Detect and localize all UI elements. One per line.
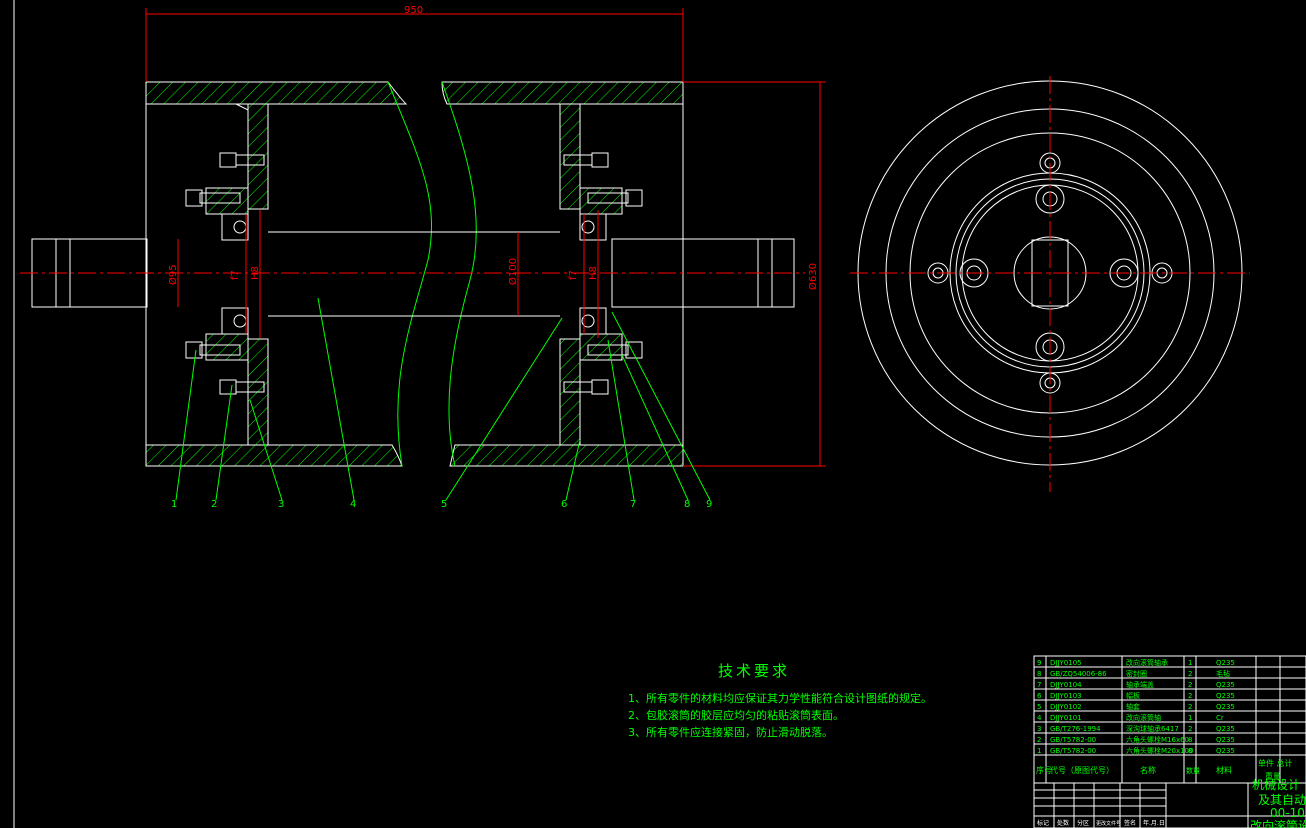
bom-cell-no: 1	[1037, 747, 1041, 755]
bom-header-weight2: 重量	[1265, 771, 1281, 781]
break-lines	[387, 81, 477, 467]
bom-cell-no: 3	[1037, 725, 1041, 733]
balloon-9: 9	[706, 499, 712, 510]
bom-header-no: 序号	[1036, 765, 1052, 775]
dimension-lines	[145, 8, 826, 467]
bom-cell-material: Cr	[1216, 714, 1224, 722]
balloon-labels: 1 2 3 4 5 6 7 8 9	[171, 499, 712, 510]
title-block-t4: 改向滚筒设	[1250, 818, 1306, 828]
bom-cell-name: 深沟球轴承6417	[1126, 724, 1179, 733]
tech-requirements-title: 技术要求	[718, 662, 791, 680]
bom-cell-code: DJJY0102	[1050, 703, 1082, 711]
tech-requirement-line-1: 1、所有零件的材料均应保证其力学性能符合设计图纸的规定。	[628, 692, 932, 705]
balloon-7: 7	[630, 499, 636, 510]
bom-cell-material: Q235	[1216, 659, 1235, 667]
bom-cell-code: GB/T5782-00	[1050, 747, 1096, 755]
bom-cell-no: 2	[1037, 736, 1041, 744]
title-row-label-4: 更改文件号	[1096, 820, 1121, 827]
bom-cell-name: 密封圈	[1126, 669, 1147, 678]
bom-table	[1033, 655, 1306, 828]
bom-cell-qty: 8	[1188, 736, 1192, 744]
bom-cell-material: 毛毡	[1216, 669, 1230, 678]
bom-cell-name: 轴套	[1126, 702, 1140, 711]
bom-cell-name: 轴承端盖	[1126, 680, 1154, 689]
title-row-label-1: 标记	[1037, 819, 1049, 827]
bom-cell-code: DJJY0101	[1050, 714, 1082, 722]
balloon-3: 3	[278, 499, 284, 510]
bom-cell-code: GB/T276-1994	[1050, 725, 1101, 733]
bom-cell-code: DJJY0105	[1050, 659, 1082, 667]
tech-requirement-line-2: 2、包胶滚筒的胶层应均匀的粘贴滚筒表面。	[628, 709, 844, 722]
balloon-2: 2	[211, 499, 217, 510]
bom-header-code: 代号（原图代号）	[1050, 765, 1114, 775]
bom-header-qty: 数量	[1186, 766, 1200, 775]
title-block-t3: 00-10	[1270, 806, 1305, 820]
bom-cell-name: 六角头螺栓M16x60	[1126, 735, 1189, 744]
bom-cell-qty: 1	[1188, 714, 1192, 722]
title-row-label-2: 处数	[1057, 819, 1069, 827]
balloon-4: 4	[350, 499, 356, 510]
dim-fit-right-1: f7	[568, 270, 579, 280]
right-hub-assembly	[559, 103, 643, 446]
bom-cell-qty: 8	[1188, 747, 1192, 755]
bom-cell-material: Q235	[1216, 681, 1235, 689]
bom-cell-no: 5	[1037, 703, 1041, 711]
bom-cell-code: GB/T5782-00	[1050, 736, 1096, 744]
bom-header: 序号 代号（原图代号） 名称 数量 材料 单件 总计 重量	[1036, 758, 1293, 781]
bom-cell-no: 9	[1037, 659, 1041, 667]
bom-cell-no: 6	[1037, 692, 1042, 700]
left-hub-assembly	[185, 103, 269, 446]
balloon-6: 6	[561, 499, 567, 510]
title-block-t1: 机械设计	[1252, 777, 1300, 792]
end-view-centerlines	[850, 76, 1250, 492]
bom-cell-qty: 2	[1188, 692, 1192, 700]
bom-header-weight: 单件 总计	[1258, 758, 1293, 768]
bom-header-name: 名称	[1140, 765, 1156, 775]
bom-cell-qty: 2	[1188, 703, 1192, 711]
bom-cell-no: 8	[1037, 670, 1041, 678]
balloon-8: 8	[684, 499, 690, 510]
bom-cell-name: 幅板	[1126, 691, 1140, 700]
bom-cell-qty: 2	[1188, 670, 1192, 678]
bom-cell-material: Q235	[1216, 725, 1235, 733]
bom-header-material: 材料	[1216, 765, 1232, 775]
dimension-texts: 950 Ø630 Ø95 Ø100 f7 H8 f7 H8	[167, 5, 819, 290]
dim-shaft-center-diameter: Ø100	[507, 258, 519, 285]
end-view	[850, 76, 1250, 492]
bom-cell-qty: 1	[1188, 659, 1192, 667]
title-block-t2: 及其自动	[1258, 793, 1306, 807]
bom-cell-qty: 2	[1188, 725, 1192, 733]
bom-cell-material: Q235	[1216, 747, 1235, 755]
bom-cell-no: 7	[1037, 681, 1041, 689]
bom-cell-code: DJJY0104	[1050, 681, 1082, 689]
bom-cell-no: 4	[1037, 714, 1042, 722]
dim-outer-diameter: Ø630	[807, 263, 819, 290]
dim-fit-left-2: H8	[250, 266, 261, 280]
bom-cell-code: DJJY0103	[1050, 692, 1082, 700]
bom-cell-name: 改向滚筒轴承	[1126, 658, 1168, 667]
tech-requirement-line-3: 3、所有零件应连接紧固，防止滑动脱落。	[628, 726, 833, 739]
bom-cell-name: 六角头螺栓M20x100	[1126, 746, 1193, 755]
title-block: 机械设计 及其自动 00-10 改向滚筒设 标记 处数 分区 更改文件号 签名 …	[1037, 777, 1306, 828]
dim-shaft-diameter: Ø95	[167, 264, 179, 285]
leader-lines	[175, 297, 711, 501]
title-row-label-6: 年.月.日	[1143, 819, 1165, 827]
drum-shell	[145, 81, 684, 467]
title-row-label-5: 签名	[1124, 819, 1136, 827]
bom-cell-material: Q235	[1216, 692, 1235, 700]
dim-fit-left-1: f7	[230, 270, 241, 280]
bom-cell-material: Q235	[1216, 703, 1235, 711]
balloon-5: 5	[441, 499, 447, 510]
dim-overall-length: 950	[404, 5, 423, 16]
bom-cell-name: 改向滚筒轴	[1126, 713, 1161, 722]
bom-cell-material: Q235	[1216, 736, 1235, 744]
section-view: 950 Ø630 Ø95 Ø100 f7 H8 f7 H8 1 2 3 4 5	[20, 5, 826, 510]
bom-cell-code: GB/ZQ54006-86	[1050, 670, 1107, 678]
bom-cell-qty: 2	[1188, 681, 1192, 689]
balloon-1: 1	[171, 499, 177, 510]
title-row-label-3: 分区	[1077, 819, 1089, 827]
dim-fit-right-2: H8	[588, 266, 599, 280]
